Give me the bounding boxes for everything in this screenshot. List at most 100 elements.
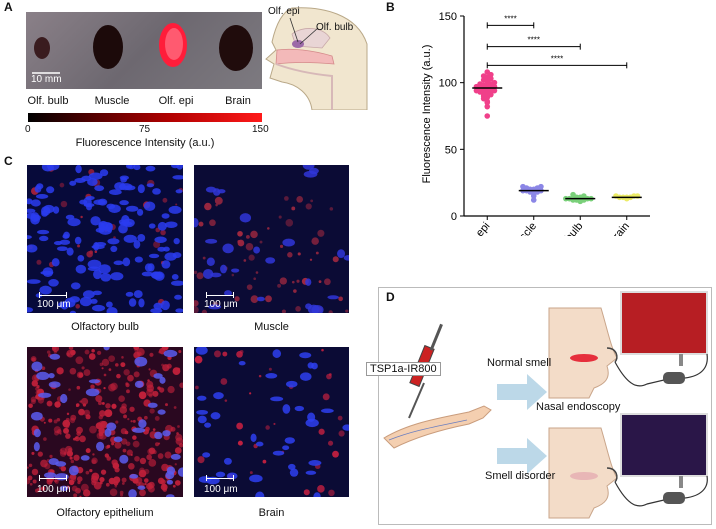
nucleus-dot [107, 238, 120, 245]
texture-dot [63, 452, 67, 456]
texture-dot [174, 463, 177, 466]
texture-dot [27, 475, 33, 481]
nucleus-dot [74, 236, 82, 245]
texture-dot [265, 425, 270, 430]
nucleus-dot [294, 405, 305, 412]
nucleus-dot [125, 205, 139, 212]
nucleus-dot [27, 212, 37, 219]
texture-dot [284, 196, 289, 201]
texture-dot [279, 277, 287, 285]
texture-dot [115, 420, 119, 424]
colorbar-tick-0: 0 [25, 124, 31, 135]
nucleus-dot [128, 489, 137, 497]
texture-dot [128, 462, 135, 470]
chart-axes: 050100150Olfactory epiMuscleOlfactory bu… [439, 11, 650, 236]
nucleus-dot [132, 427, 146, 433]
nucleus-dot [151, 271, 164, 280]
arrow-normal-icon [497, 374, 547, 410]
texture-dot [296, 196, 304, 203]
organ-photo-svg [32, 23, 253, 74]
texture-dot [253, 277, 257, 281]
texture-dot [77, 244, 81, 248]
texture-dot [91, 348, 95, 353]
nucleus-dot [106, 422, 117, 431]
texture-dot [318, 280, 322, 284]
texture-dot [63, 427, 69, 434]
texture-dot [172, 367, 181, 375]
nucleus-dot [205, 238, 218, 244]
nucleus-dot [122, 257, 131, 267]
nucleus-dot [250, 433, 257, 442]
nucleus-dot [313, 492, 321, 497]
nucleus-dot [134, 356, 148, 367]
texture-dot [49, 454, 53, 458]
data-point [520, 183, 526, 190]
nucleus-dot [95, 441, 105, 452]
nucleus-dot [36, 371, 50, 381]
nucleus-dot [120, 176, 128, 183]
nucleus-dot [119, 200, 129, 206]
texture-dot [194, 300, 199, 307]
panel-label-a: A [4, 0, 13, 14]
nucleus-dot [39, 235, 49, 242]
texture-dot [324, 278, 331, 286]
x-tick-label: Muscle [507, 220, 539, 236]
texture-dot [167, 385, 175, 394]
organ-photo: 10 mm [26, 12, 262, 89]
texture-dot [231, 273, 235, 277]
nucleus-dot [134, 256, 143, 263]
texture-dot [139, 467, 145, 474]
nucleus-dot [164, 221, 178, 228]
texture-dot [123, 414, 127, 419]
texture-dot [143, 478, 149, 483]
texture-dot [118, 395, 125, 402]
colorbar-tick-150: 150 [252, 124, 269, 135]
anatomy-label-olf-bulb: Olf. bulb [316, 22, 354, 33]
anatomy-label-olf-epi: Olf. epi [268, 6, 300, 17]
texture-dot [105, 403, 111, 409]
texture-dot [120, 362, 126, 368]
texture-dot [27, 466, 29, 469]
texture-dot [154, 415, 160, 421]
nucleus-dot [90, 216, 101, 226]
nucleus-dot [137, 233, 146, 242]
significance-label: **** [551, 54, 563, 63]
texture-dot [267, 227, 270, 230]
organ-label-olf-epi: Olf. epi [158, 95, 194, 107]
texture-dot [291, 280, 295, 284]
nucleus-dot [282, 404, 291, 414]
texture-dot [113, 480, 119, 486]
nucleus-dot [337, 249, 346, 259]
texture-dot [338, 296, 343, 302]
texture-dot [121, 482, 125, 485]
texture-dot [76, 431, 82, 436]
nucleus-dot [299, 352, 312, 359]
texture-dot [86, 250, 93, 258]
nucleus-dot [48, 372, 55, 379]
texture-dot [329, 207, 334, 211]
data-point [484, 103, 491, 110]
chart-points [472, 69, 642, 205]
texture-dot [99, 481, 103, 485]
texture-dot [36, 259, 42, 265]
texture-dot [119, 490, 124, 495]
texture-dot [81, 366, 85, 370]
nucleus-dot [27, 208, 36, 214]
texture-dot [60, 449, 63, 452]
texture-dot [35, 390, 41, 395]
nucleus-dot [195, 347, 208, 355]
texture-dot [328, 310, 333, 313]
texture-dot [75, 405, 79, 408]
nucleus-dot [175, 308, 183, 313]
texture-dot [279, 244, 284, 248]
nucleus-dot [113, 436, 123, 443]
nucleus-dot [88, 379, 101, 384]
nucleus-dot [110, 272, 124, 281]
texture-dot [237, 440, 243, 446]
texture-dot [258, 374, 262, 378]
nucleus-dot [123, 234, 137, 243]
y-tick-label: 0 [451, 211, 457, 223]
texture-dot [111, 403, 117, 409]
nucleus-dot [202, 268, 214, 279]
nucleus-dot [98, 220, 109, 231]
